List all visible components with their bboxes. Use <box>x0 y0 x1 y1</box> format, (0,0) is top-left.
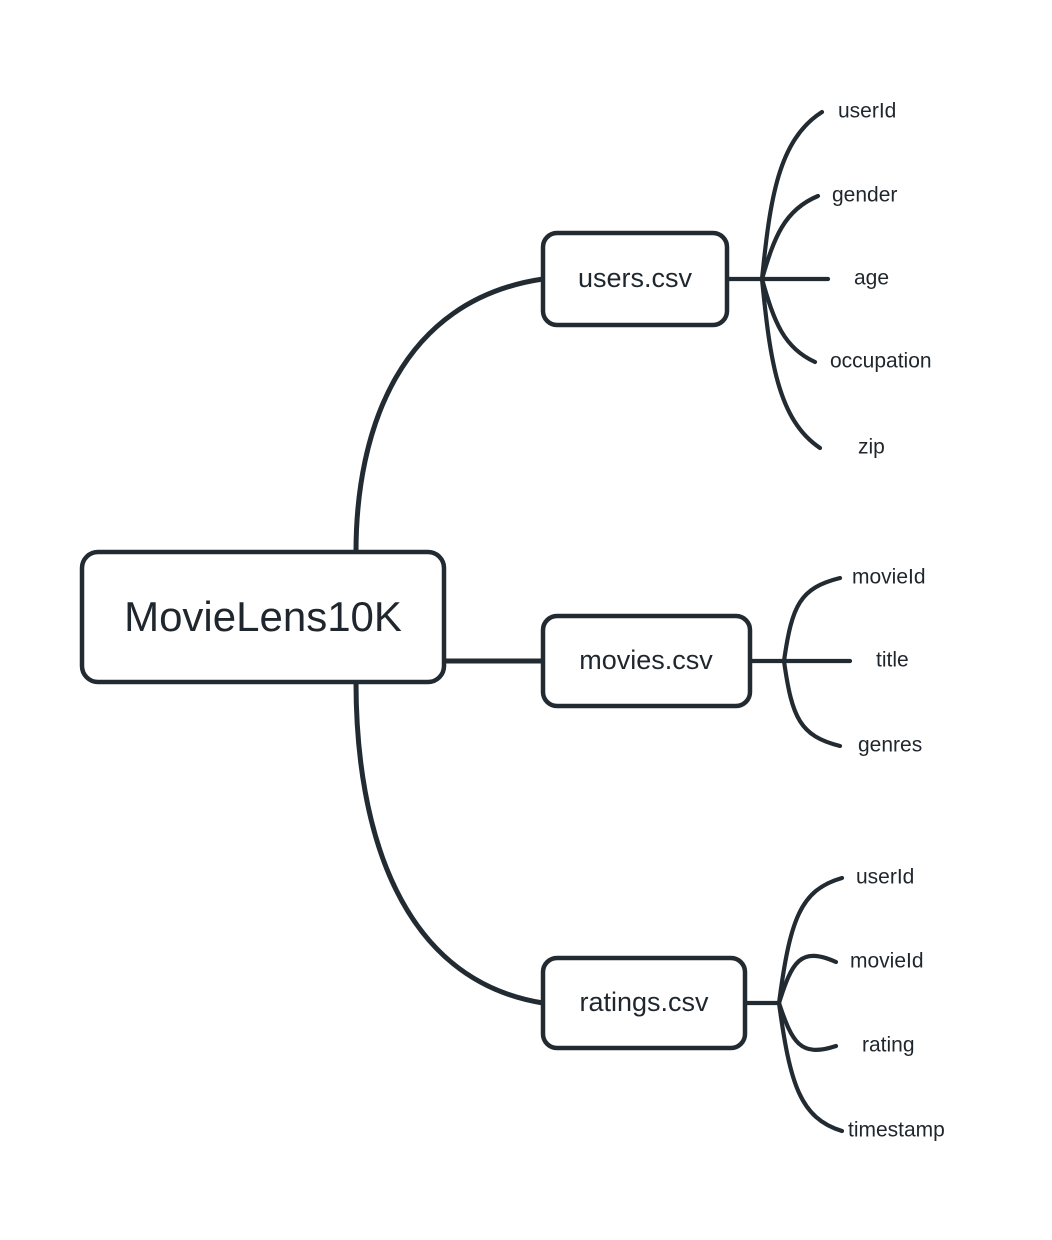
branch-node-users-label: users.csv <box>578 263 693 293</box>
edge-movies-to-genres <box>781 658 843 749</box>
edge-ratings-to-rating <box>776 1000 839 1052</box>
edge-ratings-to-movieId <box>776 953 839 1006</box>
root-node-box[interactable] <box>79 549 447 685</box>
branch-node-ratings[interactable]: ratings.csv <box>540 955 748 1051</box>
branch-node-ratings-label: ratings.csv <box>579 987 709 1017</box>
branch-node-movies-label: movies.csv <box>579 645 713 675</box>
edge-users-to-zip <box>759 276 823 451</box>
edge-ratings-to-userId <box>776 875 845 1006</box>
leaf-label-ratings-timestamp[interactable]: timestamp <box>848 1119 945 1142</box>
leaf-label-movies-title[interactable]: title <box>876 649 909 672</box>
branch-node-users[interactable]: users.csv <box>540 230 730 328</box>
edge-root-to-users <box>353 276 546 555</box>
branch-node-ratings-box[interactable] <box>540 955 748 1051</box>
edge-ratings-to-timestamp <box>776 1000 845 1134</box>
ratings-leaf-labels: userId movieId rating timestamp <box>848 866 945 1142</box>
leaf-label-users-userid[interactable]: userId <box>838 100 896 123</box>
leaf-label-movies-movieid[interactable]: movieId <box>852 566 926 589</box>
branch-node-movies-box[interactable] <box>540 613 753 709</box>
leaf-label-ratings-userid[interactable]: userId <box>856 866 914 889</box>
root-node[interactable]: MovieLens10K <box>79 549 447 685</box>
ratings-leaf-edges <box>742 875 845 1134</box>
leaf-label-users-occupation[interactable]: occupation <box>830 350 932 373</box>
root-edges <box>353 276 546 1006</box>
edge-movies-to-movieId <box>781 575 843 664</box>
leaf-label-users-age[interactable]: age <box>854 267 889 290</box>
leaf-label-movies-genres[interactable]: genres <box>858 734 922 757</box>
leaf-label-users-zip[interactable]: zip <box>858 436 885 459</box>
edge-users-to-gender <box>759 193 821 282</box>
leaf-label-ratings-rating[interactable]: rating <box>862 1034 915 1057</box>
leaf-label-ratings-movieid[interactable]: movieId <box>850 950 924 973</box>
movies-leaf-labels: movieId title genres <box>852 566 926 757</box>
edge-users-to-occupation <box>759 276 818 365</box>
branch-node-movies[interactable]: movies.csv <box>540 613 753 709</box>
branch-node-users-box[interactable] <box>540 230 730 328</box>
leaf-label-users-gender[interactable]: gender <box>832 184 897 207</box>
movies-leaf-edges <box>747 575 853 749</box>
edge-users-to-userId <box>759 109 825 282</box>
users-leaf-labels: userId gender age occupation zip <box>830 100 932 459</box>
edge-root-to-ratings <box>353 679 546 1006</box>
users-leaf-edges <box>724 109 831 451</box>
root-node-label: MovieLens10K <box>124 593 402 640</box>
